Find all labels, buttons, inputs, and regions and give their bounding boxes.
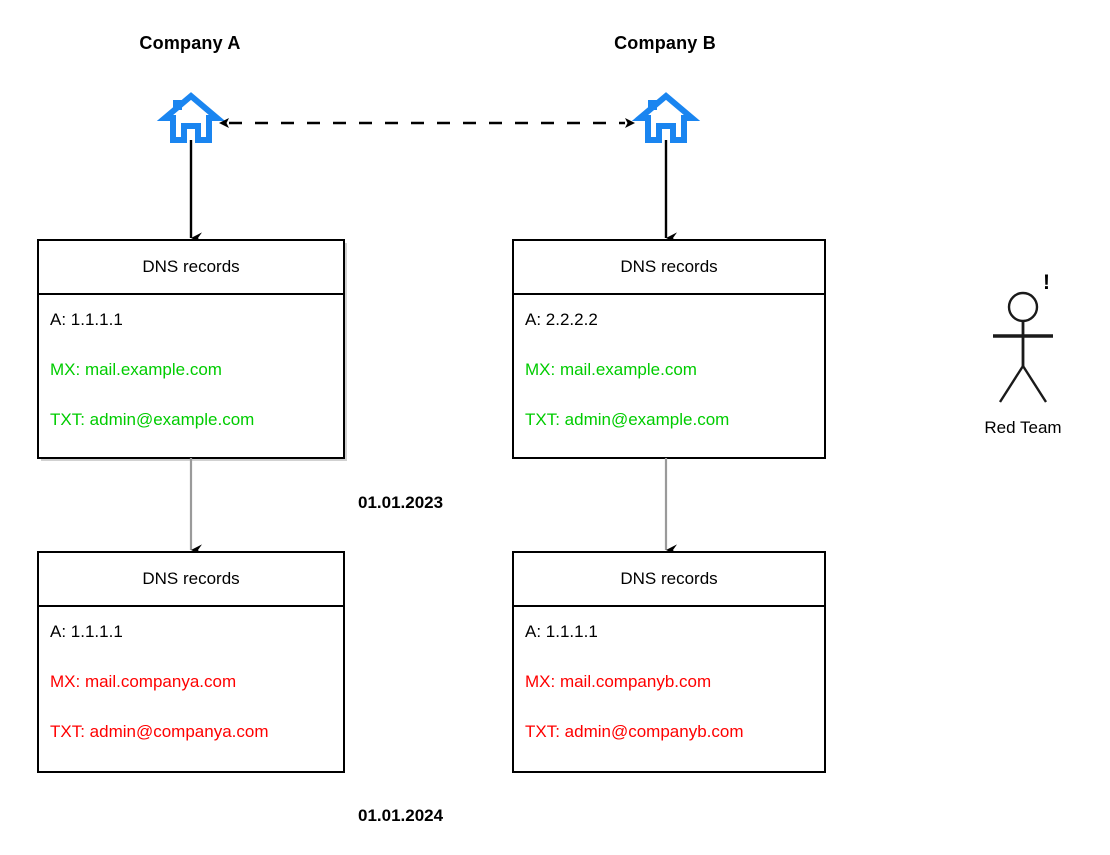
dns-box-header: DNS records <box>39 241 343 295</box>
column-title-company-a: Company A <box>139 33 241 53</box>
dns-box-body: A: 1.1.1.1 MX: mail.example.com TXT: adm… <box>39 295 343 438</box>
dns-record-mx: MX: mail.example.com <box>50 360 222 379</box>
dns-records-box-company-a-after[interactable]: DNS records A: 1.1.1.1 MX: mail.companya… <box>37 551 345 773</box>
dns-box-body: A: 1.1.1.1 MX: mail.companya.com TXT: ad… <box>39 607 343 750</box>
dns-record-a: A: 1.1.1.1 <box>50 622 123 641</box>
dns-records-box-company-a-before[interactable]: DNS records A: 1.1.1.1 MX: mail.example.… <box>37 239 345 459</box>
dns-record-a: A: 2.2.2.2 <box>525 310 598 329</box>
dns-record-txt: TXT: admin@companyb.com <box>525 722 744 741</box>
dns-record-mx: MX: mail.example.com <box>525 360 697 379</box>
dns-record-a: A: 1.1.1.1 <box>525 622 598 641</box>
dns-record-mx: MX: mail.companyb.com <box>525 672 712 691</box>
connector-company-a-before-to-after <box>180 458 204 556</box>
red-team-actor-icon <box>975 288 1071 408</box>
dns-record-txt: TXT: admin@example.com <box>50 410 255 429</box>
dns-record-mx: MX: mail.companya.com <box>50 672 237 691</box>
red-team-label: Red Team <box>984 418 1062 437</box>
dns-box-header: DNS records <box>514 553 824 607</box>
dns-record-a: A: 1.1.1.1 <box>50 310 123 329</box>
dns-records-box-company-b-before[interactable]: DNS records A: 2.2.2.2 MX: mail.example.… <box>512 239 826 459</box>
peer-link-dashed-arrow <box>215 100 640 140</box>
dns-box-header: DNS records <box>39 553 343 607</box>
dns-record-txt: TXT: admin@companya.com <box>50 722 269 741</box>
dns-box-header: DNS records <box>514 241 824 295</box>
dns-box-body: A: 2.2.2.2 MX: mail.example.com TXT: adm… <box>514 295 824 438</box>
column-title-company-b: Company B <box>614 33 716 53</box>
house-icon-company-a <box>156 92 226 146</box>
date-label-before: 01.01.2023 <box>358 493 444 512</box>
dns-box-body: A: 1.1.1.1 MX: mail.companyb.com TXT: ad… <box>514 607 824 750</box>
connector-company-b-before-to-after <box>655 458 679 556</box>
connector-house-b-to-records <box>655 140 679 244</box>
house-icon-company-b <box>631 92 701 146</box>
dns-records-box-company-b-after[interactable]: DNS records A: 1.1.1.1 MX: mail.companyb… <box>512 551 826 773</box>
dns-record-txt: TXT: admin@example.com <box>525 410 730 429</box>
alert-exclamation-icon: ! <box>1043 271 1050 294</box>
connector-house-a-to-records <box>180 140 204 244</box>
date-label-after: 01.01.2024 <box>358 806 444 825</box>
